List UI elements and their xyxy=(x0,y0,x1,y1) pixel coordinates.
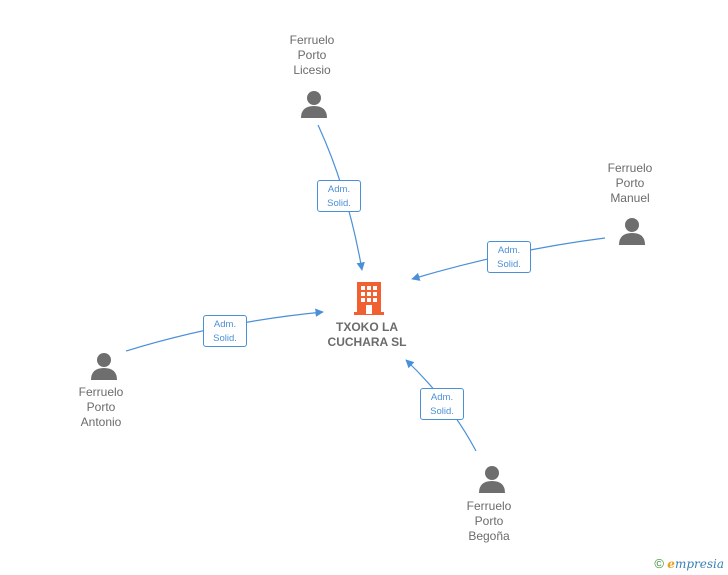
person-name-begona[interactable]: Ferruelo Porto Begoña xyxy=(466,499,512,543)
company-name[interactable]: TXOKO LA CUCHARA SL xyxy=(327,320,407,349)
footer-copyright: © empresia xyxy=(654,556,724,571)
role-badge-licesio[interactable]: Adm. Solid. xyxy=(317,180,361,212)
building-icon[interactable] xyxy=(352,280,386,316)
person-name-manuel[interactable]: Ferruelo Porto Manuel xyxy=(607,161,653,205)
role-badge-antonio[interactable]: Adm. Solid. xyxy=(203,315,247,347)
person-icon[interactable] xyxy=(477,464,507,494)
person-icon[interactable] xyxy=(299,89,329,119)
person-name-antonio[interactable]: Ferruelo Porto Antonio xyxy=(78,385,124,429)
person-name-licesio[interactable]: Ferruelo Porto Licesio xyxy=(289,33,335,77)
person-icon[interactable] xyxy=(617,216,647,246)
role-badge-manuel[interactable]: Adm. Solid. xyxy=(487,241,531,273)
person-icon[interactable] xyxy=(89,351,119,381)
brand-logo-initial: e xyxy=(667,557,675,571)
role-badge-begona[interactable]: Adm. Solid. xyxy=(420,388,464,420)
copyright-symbol: © xyxy=(654,556,664,571)
brand-logo-text: mpresia xyxy=(674,557,724,571)
